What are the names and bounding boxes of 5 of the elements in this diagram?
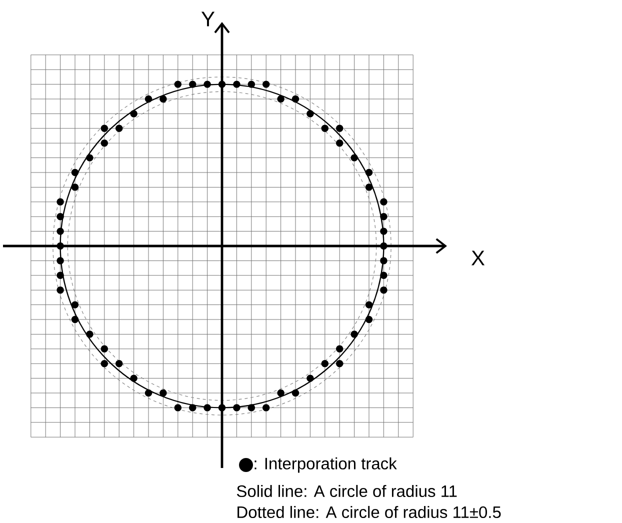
legend-text: Dotted line: A circle of radius 11±0.5 (238, 506, 501, 518)
legend-text: : Interporation track (254, 457, 397, 473)
legend-text: Solid line: A circle of radius 11 (236, 484, 457, 498)
axis-label: X (471, 250, 485, 266)
axis-label: Y (201, 12, 215, 26)
